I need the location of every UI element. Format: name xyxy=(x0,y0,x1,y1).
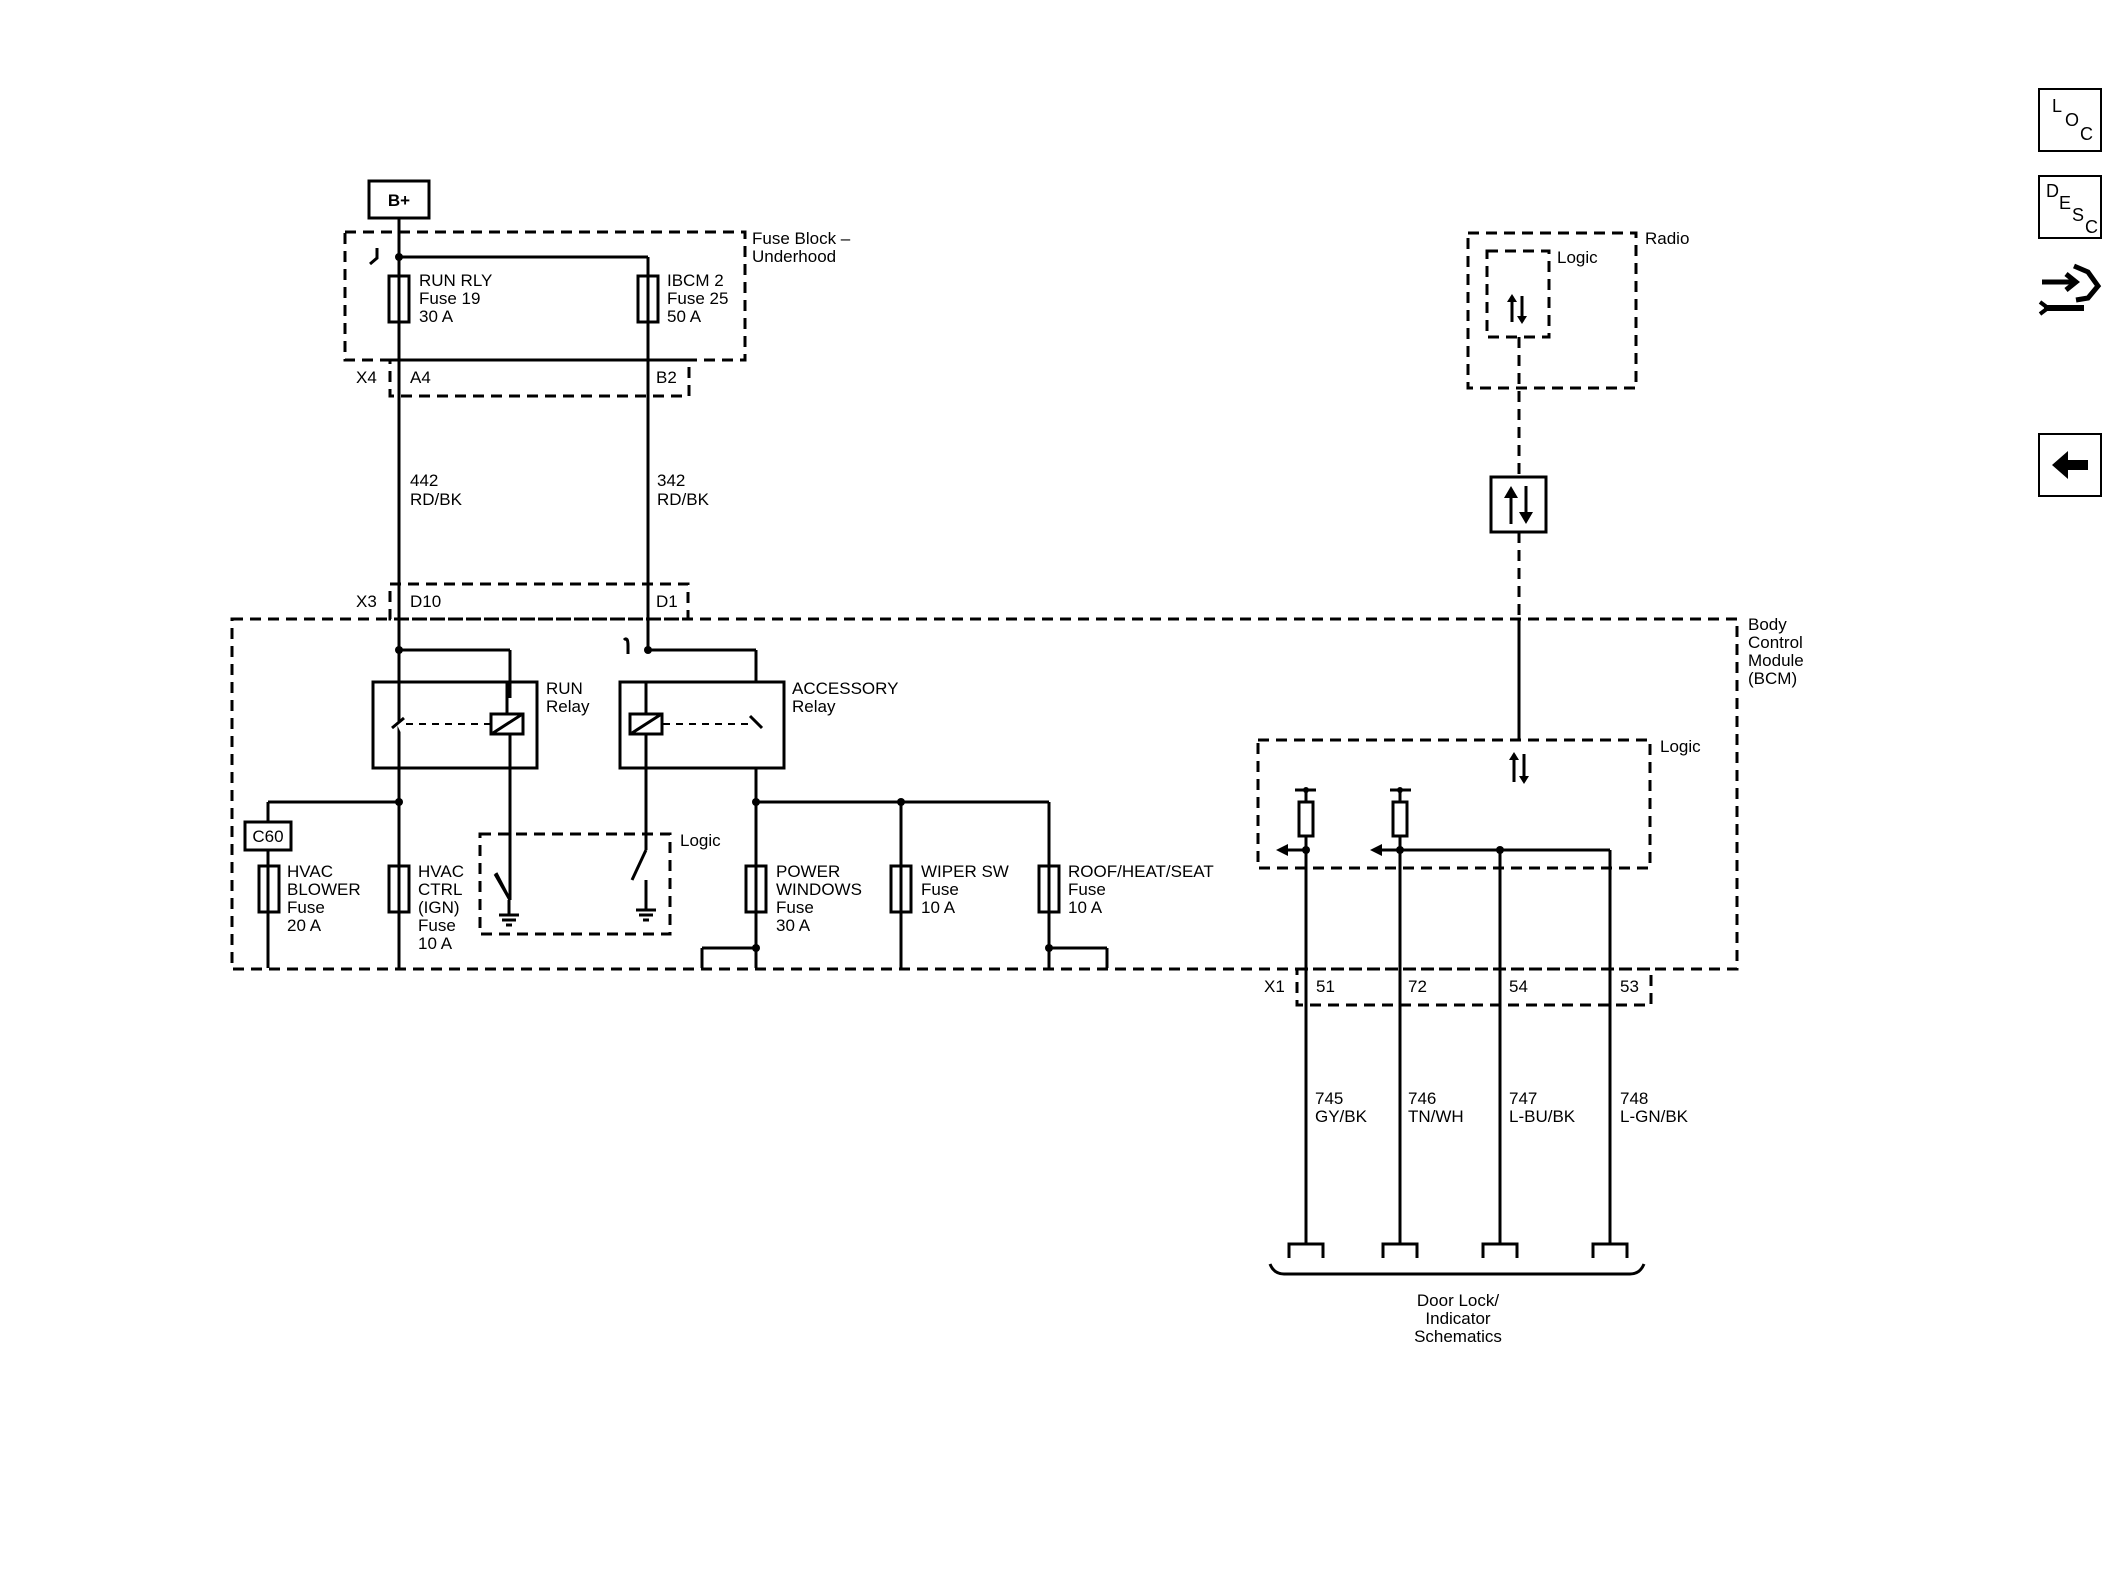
destination-line-3: Schematics xyxy=(1414,1327,1502,1346)
fuse-block-subtitle: Underhood xyxy=(752,247,836,266)
desc-letter-3: S xyxy=(2072,205,2085,225)
fuse-hvac-blower-l3: Fuse xyxy=(287,898,325,917)
fuse-run-rly-name: RUN RLY xyxy=(419,271,492,290)
arrow-left-icon xyxy=(2052,451,2088,479)
desc-letter-1: D xyxy=(2046,181,2059,201)
loc-letter-2: O xyxy=(2065,110,2080,130)
fuse-ibcm2-number: Fuse 25 xyxy=(667,289,728,308)
fuse-run-rly-number: Fuse 19 xyxy=(419,289,480,308)
bcm-title-3: Module xyxy=(1748,651,1804,670)
pin-a4: A4 xyxy=(410,368,431,387)
bcm-logic-box xyxy=(1256,738,1652,870)
wire-342-color: RD/BK xyxy=(657,490,710,509)
fuse-hvac-ctrl-l5: 10 A xyxy=(418,934,453,953)
fuse-roof-heat-seat-l1: ROOF/HEAT/SEAT xyxy=(1068,862,1214,881)
radio-logic-box xyxy=(1485,249,1551,339)
wire-746-color: TN/WH xyxy=(1408,1107,1464,1126)
back-button[interactable] xyxy=(2038,433,2102,497)
pull-up-resistor-51 xyxy=(1297,800,1315,838)
wire-745-circuit: 745 xyxy=(1315,1089,1343,1108)
wire-745-color: GY/BK xyxy=(1315,1107,1368,1126)
run-relay-label-2: Relay xyxy=(546,697,590,716)
pin-d10: D10 xyxy=(410,592,441,611)
connector-x4-label: X4 xyxy=(356,368,377,387)
fuse-hvac-blower-l1: HVAC xyxy=(287,862,333,881)
loc-button[interactable]: L O C xyxy=(2038,88,2102,152)
destination-line-1: Door Lock/ xyxy=(1417,1291,1499,1310)
wire-747-color: L-BU/BK xyxy=(1509,1107,1576,1126)
terminal-747 xyxy=(1481,1242,1519,1258)
radio-title: Radio xyxy=(1645,229,1689,248)
pin-b2: B2 xyxy=(656,368,677,387)
desc-button[interactable]: D E S C xyxy=(2038,175,2102,239)
wire-748-circuit: 748 xyxy=(1620,1089,1648,1108)
pin-d1: D1 xyxy=(656,592,678,611)
bcm-boundary xyxy=(230,617,1739,971)
fuse-hvac-blower-l4: 20 A xyxy=(287,916,322,935)
wire-342-circuit: 342 xyxy=(657,471,685,490)
loc-letter-3: C xyxy=(2080,124,2093,144)
wire-442-circuit: 442 xyxy=(410,471,438,490)
pull-up-resistor-72 xyxy=(1391,800,1409,838)
run-relay-label-1: RUN xyxy=(546,679,583,698)
pin-54: 54 xyxy=(1509,977,1528,996)
accessory-relay-label-1: ACCESSORY xyxy=(792,679,898,698)
bcm-title-4: (BCM) xyxy=(1748,669,1797,688)
fuse-wiper-sw-l2: Fuse xyxy=(921,880,959,899)
destination-brace xyxy=(1268,1263,1646,1276)
terminal-745 xyxy=(1287,1242,1325,1258)
fuse-power-windows-l1: POWER xyxy=(776,862,840,881)
b-plus-label: B+ xyxy=(388,191,410,210)
fuse-power-windows-l3: Fuse xyxy=(776,898,814,917)
radio-boundary xyxy=(1466,231,1638,390)
connector-tool-button[interactable] xyxy=(2036,258,2106,328)
pin-72: 72 xyxy=(1408,977,1427,996)
pin-51: 51 xyxy=(1316,977,1335,996)
fuse-ibcm2-name: IBCM 2 xyxy=(667,271,724,290)
splice-c60-label: C60 xyxy=(252,827,283,846)
fuse-power-windows-l4: 30 A xyxy=(776,916,811,935)
radio-logic-label: Logic xyxy=(1557,248,1598,267)
relay-logic-label: Logic xyxy=(680,831,721,850)
fuse-ibcm2-rating: 50 A xyxy=(667,307,702,326)
fuse-wiper-sw-l1: WIPER SW xyxy=(921,862,1009,881)
desc-letter-4: C xyxy=(2085,217,2098,237)
fuse-hvac-ctrl-l4: Fuse xyxy=(418,916,456,935)
connector-x1-label: X1 xyxy=(1264,977,1285,996)
wire-746-circuit: 746 xyxy=(1408,1089,1436,1108)
fuse-run-rly-rating: 30 A xyxy=(419,307,454,326)
serial-data-symbol xyxy=(1489,475,1548,534)
fuse-hvac-ctrl-l1: HVAC xyxy=(418,862,464,881)
bcm-title-2: Control xyxy=(1748,633,1803,652)
fuse-roof-heat-seat-l3: 10 A xyxy=(1068,898,1103,917)
destination-line-2: Indicator xyxy=(1425,1309,1491,1328)
fuse-power-windows-l2: WINDOWS xyxy=(776,880,862,899)
bcm-title-1: Body xyxy=(1748,615,1787,634)
relay-logic-box xyxy=(478,832,672,936)
bcm-logic-label: Logic xyxy=(1660,737,1701,756)
loc-letter-1: L xyxy=(2052,96,2063,116)
wire-748-color: L-GN/BK xyxy=(1620,1107,1689,1126)
connector-x3-label: X3 xyxy=(356,592,377,611)
fuse-hvac-ctrl-l2: CTRL xyxy=(418,880,462,899)
fuse-roof-heat-seat-l2: Fuse xyxy=(1068,880,1106,899)
wrench-connector-icon xyxy=(2038,263,2102,316)
fuse-hvac-ctrl xyxy=(387,864,411,914)
connector-x1 xyxy=(1295,967,1653,1007)
fuse-block-title: Fuse Block – xyxy=(752,229,851,248)
wire-442-color: RD/BK xyxy=(410,490,463,509)
accessory-relay-label-2: Relay xyxy=(792,697,836,716)
pin-53: 53 xyxy=(1620,977,1639,996)
terminal-748 xyxy=(1591,1242,1629,1258)
connector-x3 xyxy=(388,582,690,621)
desc-letter-2: E xyxy=(2059,193,2072,213)
fuse-wiper-sw-l3: 10 A xyxy=(921,898,956,917)
terminal-746 xyxy=(1381,1242,1419,1258)
fuse-hvac-ctrl-l3: (IGN) xyxy=(418,898,460,917)
fuse-hvac-blower-l2: BLOWER xyxy=(287,880,361,899)
wire-747-circuit: 747 xyxy=(1509,1089,1537,1108)
connector-x4 xyxy=(388,358,691,398)
